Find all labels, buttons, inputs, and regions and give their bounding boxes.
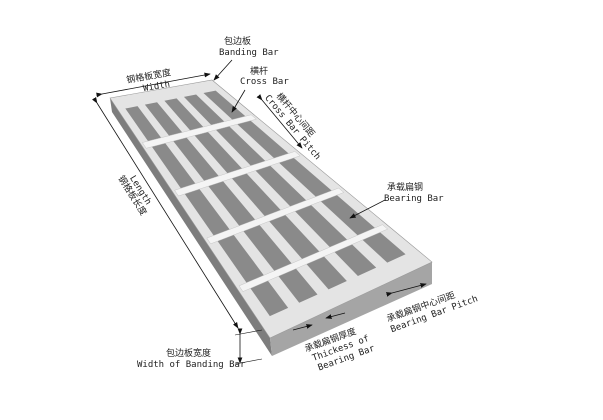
- width-dimension-line: [96, 72, 211, 98]
- bearing-bar-leader: [349, 199, 386, 219]
- bearing-bar-label-en: Bearing Bar: [384, 194, 444, 204]
- bearing-bar-label-cn: 承载扁钢: [387, 181, 423, 193]
- width-label-en: Width: [142, 80, 170, 95]
- banding-width-label-en: Width of Banding Bar: [137, 360, 246, 370]
- length-dimension-line: [91, 96, 239, 329]
- banding-bar-label-cn: 包边板: [224, 35, 251, 47]
- banding-width-label-cn: 包边板宽度: [166, 347, 211, 359]
- extension-line: [234, 329, 263, 336]
- cross-bar-pitch-line: [256, 94, 303, 149]
- banding-bar-label-en: Banding Bar: [219, 48, 279, 58]
- bearing-bar-gap: [203, 90, 406, 263]
- bearing-bar-pitch-line: [385, 283, 427, 297]
- cross-bar-label-en: Cross Bar: [240, 77, 289, 87]
- cross-bar-label-cn: 横杆: [250, 65, 268, 77]
- thickness-arrow-right: [325, 312, 346, 319]
- banding-bar-leader: [213, 59, 233, 81]
- cross-bar-leader: [231, 89, 246, 113]
- cross-bar: [238, 224, 389, 292]
- extension-line: [234, 358, 263, 365]
- thickness-arrow-left: [292, 324, 313, 331]
